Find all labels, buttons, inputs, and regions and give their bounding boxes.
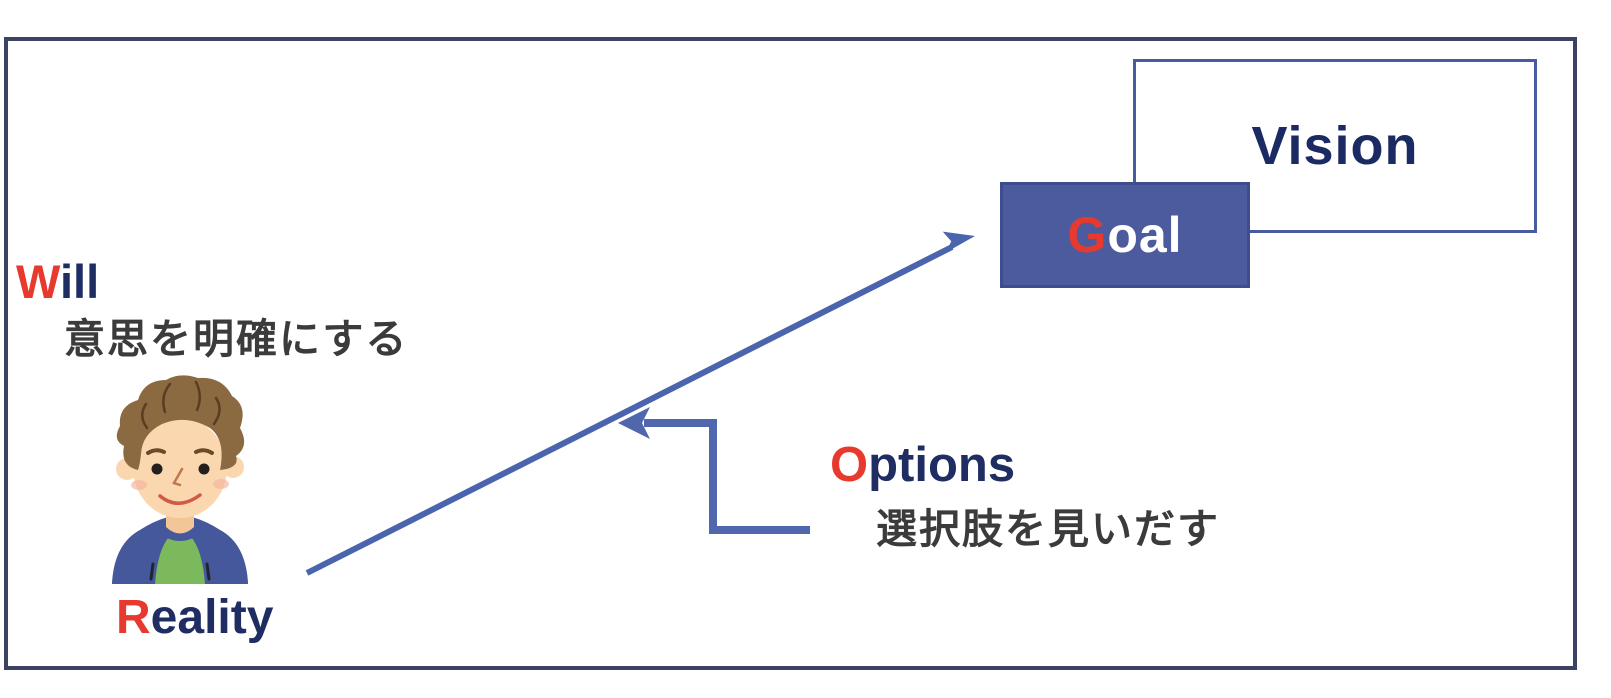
options-label: Options — [830, 441, 1015, 490]
goal-rest-letters: oal — [1107, 207, 1183, 263]
reality-rest-letters: eality — [150, 591, 274, 644]
goal-label: Goal — [1067, 206, 1182, 264]
options-note-japanese: 選択肢を見いだす — [876, 506, 1220, 552]
goal-lead-letter: G — [1067, 207, 1108, 263]
will-note-japanese: 意思を明確にする — [64, 316, 409, 362]
will-lead-letter: W — [16, 255, 60, 308]
will-rest-letters: ill — [59, 255, 100, 308]
goal-box: Goal — [1000, 182, 1250, 288]
options-lead-letter: O — [830, 438, 869, 492]
vision-label: Vision — [1251, 116, 1419, 176]
reality-label: Reality — [116, 594, 273, 642]
options-rest-letters: ptions — [868, 438, 1016, 492]
reality-lead-letter: R — [116, 591, 151, 644]
outer-frame — [4, 37, 1577, 670]
will-label: Will — [16, 258, 99, 305]
